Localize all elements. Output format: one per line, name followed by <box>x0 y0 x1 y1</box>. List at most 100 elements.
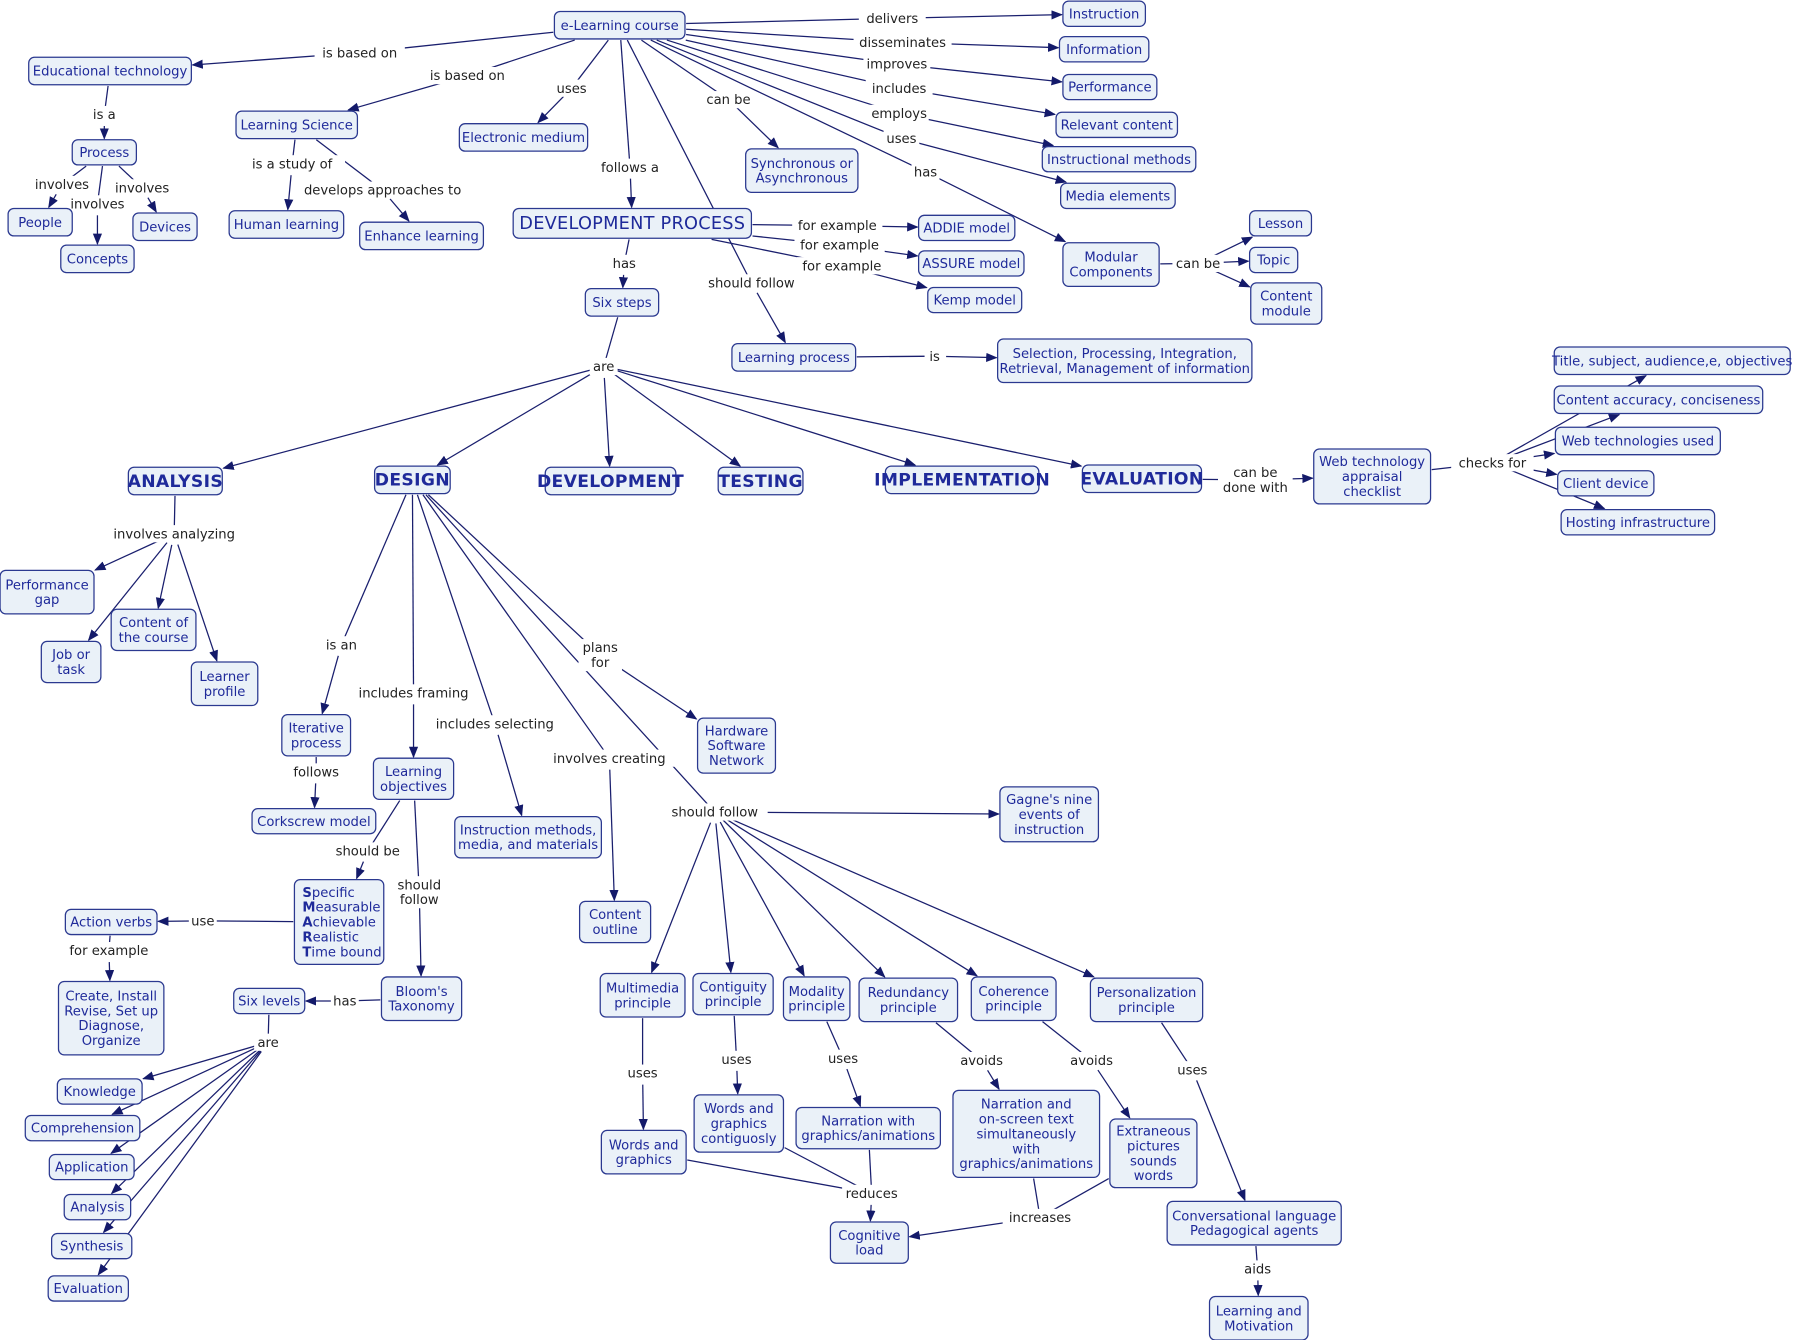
node-synthesis[interactable]: Synthesis <box>50 1232 133 1260</box>
node-lesson[interactable]: Lesson <box>1248 210 1313 237</box>
node-devproc[interactable]: DEVELOPMENT PROCESS <box>512 207 753 239</box>
link-label: uses <box>1174 1061 1211 1079</box>
node-label: Taxonomy <box>387 1000 455 1015</box>
node-lsci[interactable]: Learning Science <box>235 110 359 140</box>
link-label: involves <box>108 179 176 197</box>
node-performance[interactable]: Performance <box>1062 73 1158 101</box>
label-background <box>1065 1051 1118 1070</box>
arrow-line <box>310 783 320 809</box>
node-analysis[interactable]: ANALYSIS <box>128 466 223 496</box>
node-addie[interactable]: ADDIE model <box>917 214 1016 242</box>
node-comprehension[interactable]: Comprehension <box>24 1114 141 1142</box>
node-smart[interactable]: SpecificMeasurableAchievableRealisticTim… <box>293 878 385 965</box>
node-devices[interactable]: Devices <box>132 212 198 242</box>
label-background <box>796 257 888 275</box>
node-evaluation[interactable]: EVALUATION <box>1080 464 1203 494</box>
node-development[interactable]: DEVELOPMENT <box>537 466 684 496</box>
node-design[interactable]: DESIGN <box>373 465 451 495</box>
node-imm[interactable]: Instruction methods,media, and materials <box>454 815 602 859</box>
node-concepts[interactable]: Concepts <box>60 244 135 274</box>
node-knowledge[interactable]: Knowledge <box>56 1078 143 1105</box>
node-kemp[interactable]: Kemp model <box>927 286 1023 314</box>
node-corkscrew[interactable]: Corkscrew model <box>251 807 377 835</box>
node-label: Iterative <box>289 721 344 736</box>
link-label-text: employs <box>871 107 927 122</box>
node-evaluation2[interactable]: Evaluation <box>47 1275 129 1302</box>
node-media[interactable]: Media elements <box>1060 182 1176 210</box>
node-analysis2[interactable]: Analysis <box>63 1193 132 1221</box>
node-title[interactable]: Title, subject, audience,e, objectives <box>1551 346 1793 376</box>
node-instruction[interactable]: Instruction <box>1062 0 1147 27</box>
node-label: Six levels <box>238 995 300 1010</box>
node-application[interactable]: Application <box>48 1153 135 1181</box>
node-hosting[interactable]: Hosting infrastructure <box>1560 509 1716 536</box>
node-label: Instructional methods <box>1047 153 1191 168</box>
node-box <box>1166 1200 1342 1246</box>
node-sixlevels[interactable]: Six levels <box>233 987 306 1015</box>
link-label: employs <box>869 104 929 122</box>
node-sixsteps[interactable]: Six steps <box>584 287 660 317</box>
node-impl[interactable]: IMPLEMENTATION <box>874 465 1050 495</box>
node-instmethods[interactable]: Instructional methods <box>1041 145 1197 173</box>
link-label: are <box>589 357 618 376</box>
node-accuracy[interactable]: Content accuracy, conciseness <box>1553 385 1764 415</box>
node-emedium[interactable]: Electronic medium <box>458 123 589 152</box>
node-webused[interactable]: Web technologies used <box>1554 426 1721 456</box>
link-label-text: is based on <box>430 69 505 84</box>
node-people[interactable]: People <box>7 207 73 237</box>
node-action[interactable]: Action verbs <box>64 908 158 936</box>
node-box <box>71 139 138 166</box>
arrow-line <box>416 903 426 977</box>
node-spi[interactable]: Selection, Processing, Integration,Retri… <box>997 338 1253 384</box>
node-information[interactable]: Information <box>1058 36 1150 63</box>
node-label: Selection, Processing, Integration, <box>1013 347 1237 362</box>
node-enhance[interactable]: Enhance learning <box>359 221 485 251</box>
node-lproc[interactable]: Learning process <box>731 342 857 372</box>
node-box <box>600 1129 687 1175</box>
node-elc[interactable]: e-Learning course <box>553 10 686 40</box>
link-label-text: has <box>914 165 937 180</box>
node-assure[interactable]: ASSURE model <box>917 250 1025 277</box>
label-background <box>911 163 940 181</box>
node-edtech[interactable]: Educational technology <box>28 56 192 86</box>
node-process[interactable]: Process <box>71 139 138 166</box>
node-label: Diagnose, <box>78 1019 144 1034</box>
label-background <box>422 715 568 733</box>
node-topic[interactable]: Topic <box>1248 246 1299 274</box>
node-label: Learning process <box>738 351 850 366</box>
node-client[interactable]: Client device <box>1557 470 1655 497</box>
node-testing[interactable]: TESTING <box>717 466 804 496</box>
node-relcontent[interactable]: Relevant content <box>1055 111 1179 139</box>
node-human[interactable]: Human learning <box>228 210 345 239</box>
link-label-text: for example <box>802 259 881 274</box>
